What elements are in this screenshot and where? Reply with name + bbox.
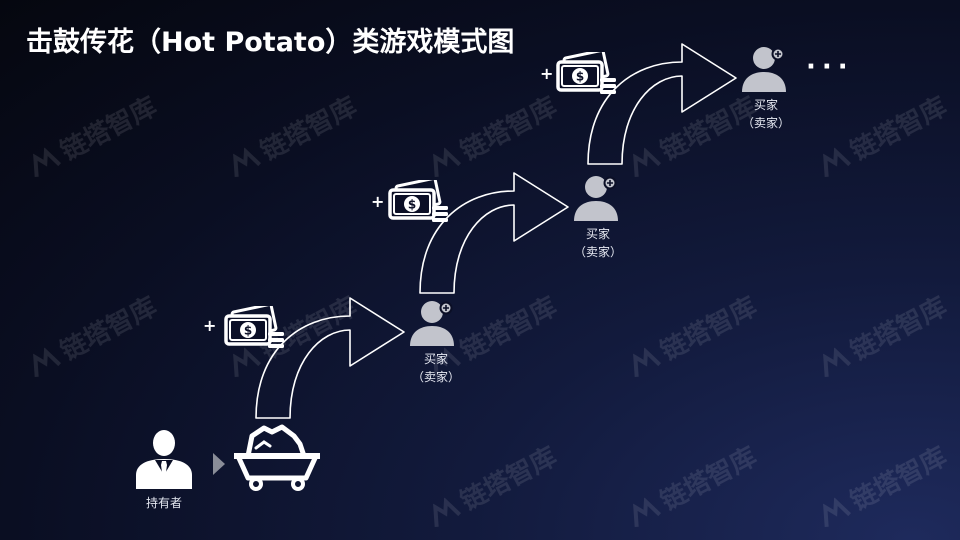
watermark-logo-icon xyxy=(632,346,661,377)
buyer-role: 买家 xyxy=(753,98,778,112)
buyer-subrole: （卖家） xyxy=(573,245,622,259)
cash-stack-icon: $ xyxy=(556,52,616,94)
page-title: 击鼓传花（Hot Potato）类游戏模式图 xyxy=(26,27,515,58)
watermark: 链塔智库 xyxy=(221,286,362,384)
curved-arrow-icon xyxy=(419,172,569,294)
plus-sign: + xyxy=(540,64,554,83)
svg-text:$: $ xyxy=(408,198,416,212)
potato-cart-icon xyxy=(234,424,320,491)
user-add-icon xyxy=(742,47,786,92)
plus-sign: + xyxy=(203,316,217,335)
watermark: 链塔智库 xyxy=(621,286,762,384)
user-add-icon xyxy=(574,176,618,221)
continuation-dots: ··· xyxy=(806,52,854,82)
svg-text:$: $ xyxy=(576,70,584,84)
buyer-subrole: （卖家） xyxy=(741,116,790,130)
watermark: 链塔智库 xyxy=(421,86,562,184)
watermark-logo-icon xyxy=(432,496,461,527)
watermark: 链塔智库 xyxy=(811,436,952,534)
watermark-logo-icon xyxy=(232,146,261,177)
svg-text:$: $ xyxy=(244,324,252,338)
watermark: 链塔智库 xyxy=(421,286,562,384)
watermark-logo-icon xyxy=(432,346,461,377)
cash-stack-icon: $ xyxy=(388,180,448,222)
watermark: 链塔智库 xyxy=(621,436,762,534)
watermark: 链塔智库 xyxy=(421,436,562,534)
plus-sign: + xyxy=(371,192,385,211)
holder-label: 持有者 xyxy=(145,496,182,510)
buyer-label: 买家 （卖家） xyxy=(726,96,806,132)
right-triangle-arrow-icon xyxy=(213,453,225,475)
watermark: 链塔智库 xyxy=(811,86,952,184)
watermark-logo-icon xyxy=(822,146,851,177)
buyer-role: 买家 xyxy=(423,352,448,366)
watermark-logo-icon xyxy=(232,346,261,377)
buyer-label: 买家 （卖家） xyxy=(396,350,476,386)
curved-arrow-icon xyxy=(587,43,737,165)
watermark: 链塔智库 xyxy=(811,286,952,384)
watermark-logo-icon xyxy=(432,146,461,177)
buyer-role: 买家 xyxy=(585,227,610,241)
user-add-icon xyxy=(410,301,454,346)
buyer-label: 买家 （卖家） xyxy=(558,225,638,261)
watermark-logo-icon xyxy=(632,146,661,177)
watermark-logo-icon xyxy=(822,496,851,527)
cash-stack-icon: $ xyxy=(224,306,284,348)
watermark: 链塔智库 xyxy=(621,86,762,184)
watermark: 链塔智库 xyxy=(21,286,162,384)
watermark-logo-icon xyxy=(32,346,61,377)
watermark-logo-icon xyxy=(822,346,851,377)
watermark-logo-icon xyxy=(32,146,61,177)
businessman-icon xyxy=(136,430,192,489)
buyer-subrole: （卖家） xyxy=(411,370,460,384)
curved-arrow-icon xyxy=(255,297,405,419)
watermark-logo-icon xyxy=(632,496,661,527)
watermark: 链塔智库 xyxy=(221,86,362,184)
watermark: 链塔智库 xyxy=(21,86,162,184)
